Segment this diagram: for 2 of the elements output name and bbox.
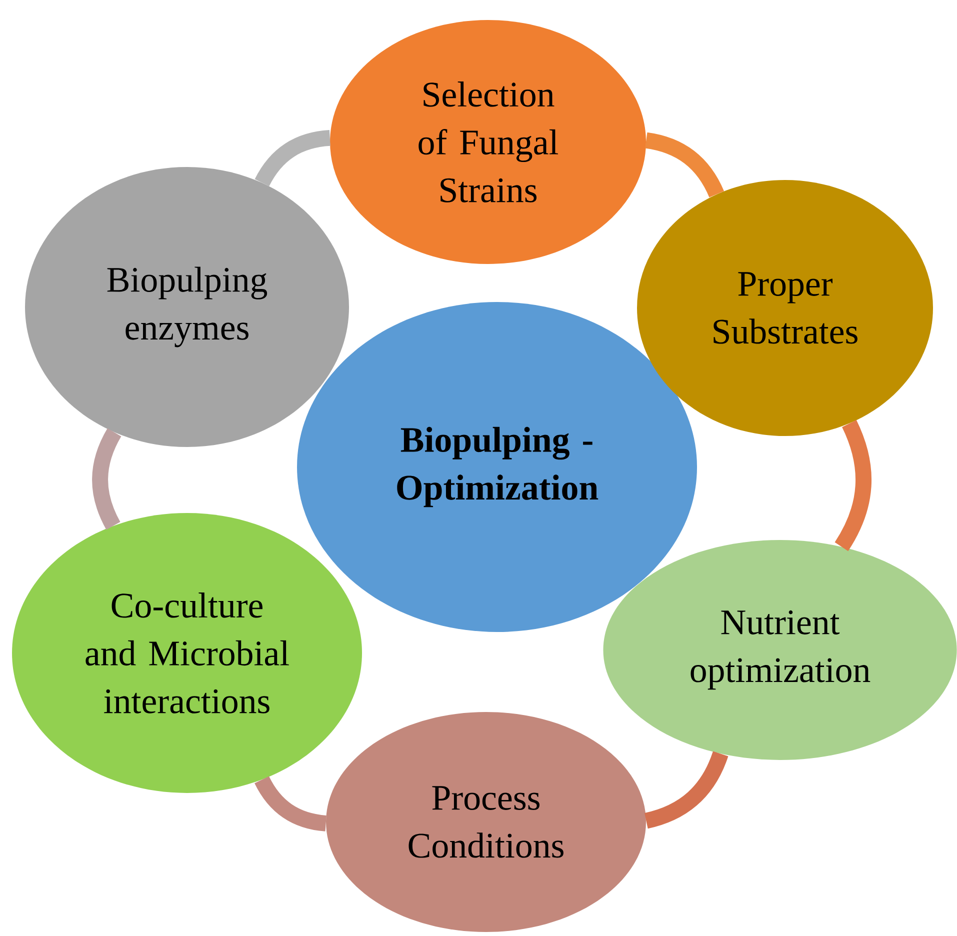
ring-connector — [834, 420, 872, 551]
ring-connector — [644, 751, 728, 829]
